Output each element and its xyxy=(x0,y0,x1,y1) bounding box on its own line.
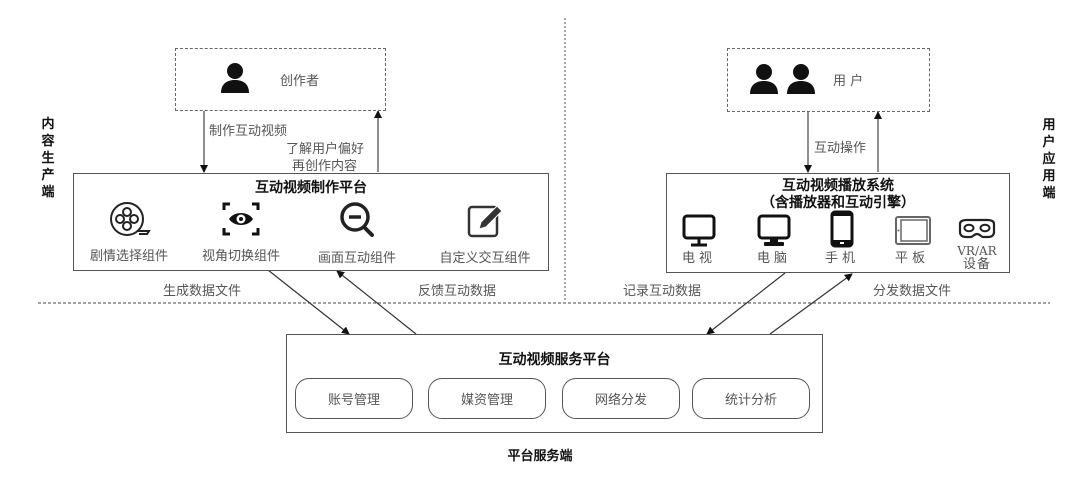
flow-distribute-file: 分发数据文件 xyxy=(873,284,952,299)
device-label: 电脑 xyxy=(756,251,791,266)
arrow-record-data xyxy=(706,272,786,335)
component-label: 自定义交互组件 xyxy=(439,251,531,266)
tablet-icon xyxy=(895,216,931,245)
module-account-management[interactable]: 账号管理 xyxy=(295,378,413,419)
module-media-management[interactable]: 媒资管理 xyxy=(428,378,546,419)
users-box: 用 户 xyxy=(727,48,930,112)
vr-headset-icon xyxy=(958,218,996,239)
component-custom-interact[interactable]: 自定义交互组件 xyxy=(430,201,540,266)
platform-side-label: 平台服务端 xyxy=(507,449,573,464)
device-label: 平板 xyxy=(894,251,929,266)
flow-gen-data-file: 生成数据文件 xyxy=(163,284,242,299)
device-label-line2: 设备 xyxy=(962,257,991,272)
device-computer[interactable]: 电脑 xyxy=(744,214,804,266)
creator-box: 创作者 xyxy=(175,48,386,111)
edit-pencil-icon xyxy=(467,205,503,238)
film-reel-icon xyxy=(110,202,151,236)
component-frame-interact[interactable]: 画面互动组件 xyxy=(302,201,412,266)
device-label-line1: VR/AR xyxy=(957,244,997,258)
player-system-subtitle: （含播放器和互动引擎） xyxy=(761,195,915,211)
service-platform-title: 互动视频服务平台 xyxy=(498,352,611,368)
device-tv[interactable]: 电视 xyxy=(669,214,729,266)
tv-icon xyxy=(682,214,716,247)
flow-feedback-data: 反馈互动数据 xyxy=(418,284,497,299)
zoom-out-icon xyxy=(340,202,374,237)
module-network-distribution[interactable]: 网络分发 xyxy=(562,378,680,419)
device-label: 电视 xyxy=(681,251,716,266)
eye-focus-icon xyxy=(222,202,260,236)
arrow-distribute-file xyxy=(769,273,853,335)
flow-learn-pref-2: 再创作内容 xyxy=(292,159,358,174)
player-system-title: 互动视频播放系统 xyxy=(782,178,894,194)
computer-icon xyxy=(757,214,791,246)
module-statistical-analysis[interactable]: 统计分析 xyxy=(692,378,810,419)
device-vr-ar[interactable]: VR/AR 设备 xyxy=(947,218,1007,272)
component-label: 剧情选择组件 xyxy=(89,249,168,264)
component-label: 画面互动组件 xyxy=(317,251,396,266)
device-tablet[interactable]: 平板 xyxy=(882,214,942,266)
service-platform-box: 互动视频服务平台 账号管理 媒资管理 网络分发 统计分析 xyxy=(286,334,823,433)
creation-platform-title: 互动视频制作平台 xyxy=(255,180,367,196)
creation-platform-box: 互动视频制作平台 剧情选择组件 视角切换组件 画面互动组件 xyxy=(73,173,549,271)
person-icon xyxy=(221,63,249,93)
arrow-feedback-data xyxy=(336,270,417,335)
flow-interact-op: 互动操作 xyxy=(814,141,867,156)
content-side-label: 内容生产端 xyxy=(41,117,55,200)
user-side-label: 用户应用端 xyxy=(1042,118,1056,201)
users-label: 用 户 xyxy=(833,74,864,89)
device-phone[interactable]: 手机 xyxy=(812,210,872,266)
person-icon xyxy=(787,64,815,94)
phone-icon xyxy=(830,210,854,248)
component-view-switch[interactable]: 视角切换组件 xyxy=(186,201,296,264)
component-label: 视角切换组件 xyxy=(201,249,280,264)
flow-make-video: 制作互动视频 xyxy=(209,124,288,139)
player-system-box: 互动视频播放系统 （含播放器和互动引擎） 电视 电脑 手机 xyxy=(666,173,1010,273)
creator-label: 创作者 xyxy=(280,74,320,89)
component-plot-select[interactable]: 剧情选择组件 xyxy=(74,201,184,264)
flow-record-data: 记录互动数据 xyxy=(623,284,702,299)
flow-learn-pref-1: 了解用户偏好 xyxy=(286,142,365,157)
arrow-gen-data-file xyxy=(267,269,350,335)
person-icon xyxy=(750,64,778,94)
device-label: 手机 xyxy=(824,251,859,266)
